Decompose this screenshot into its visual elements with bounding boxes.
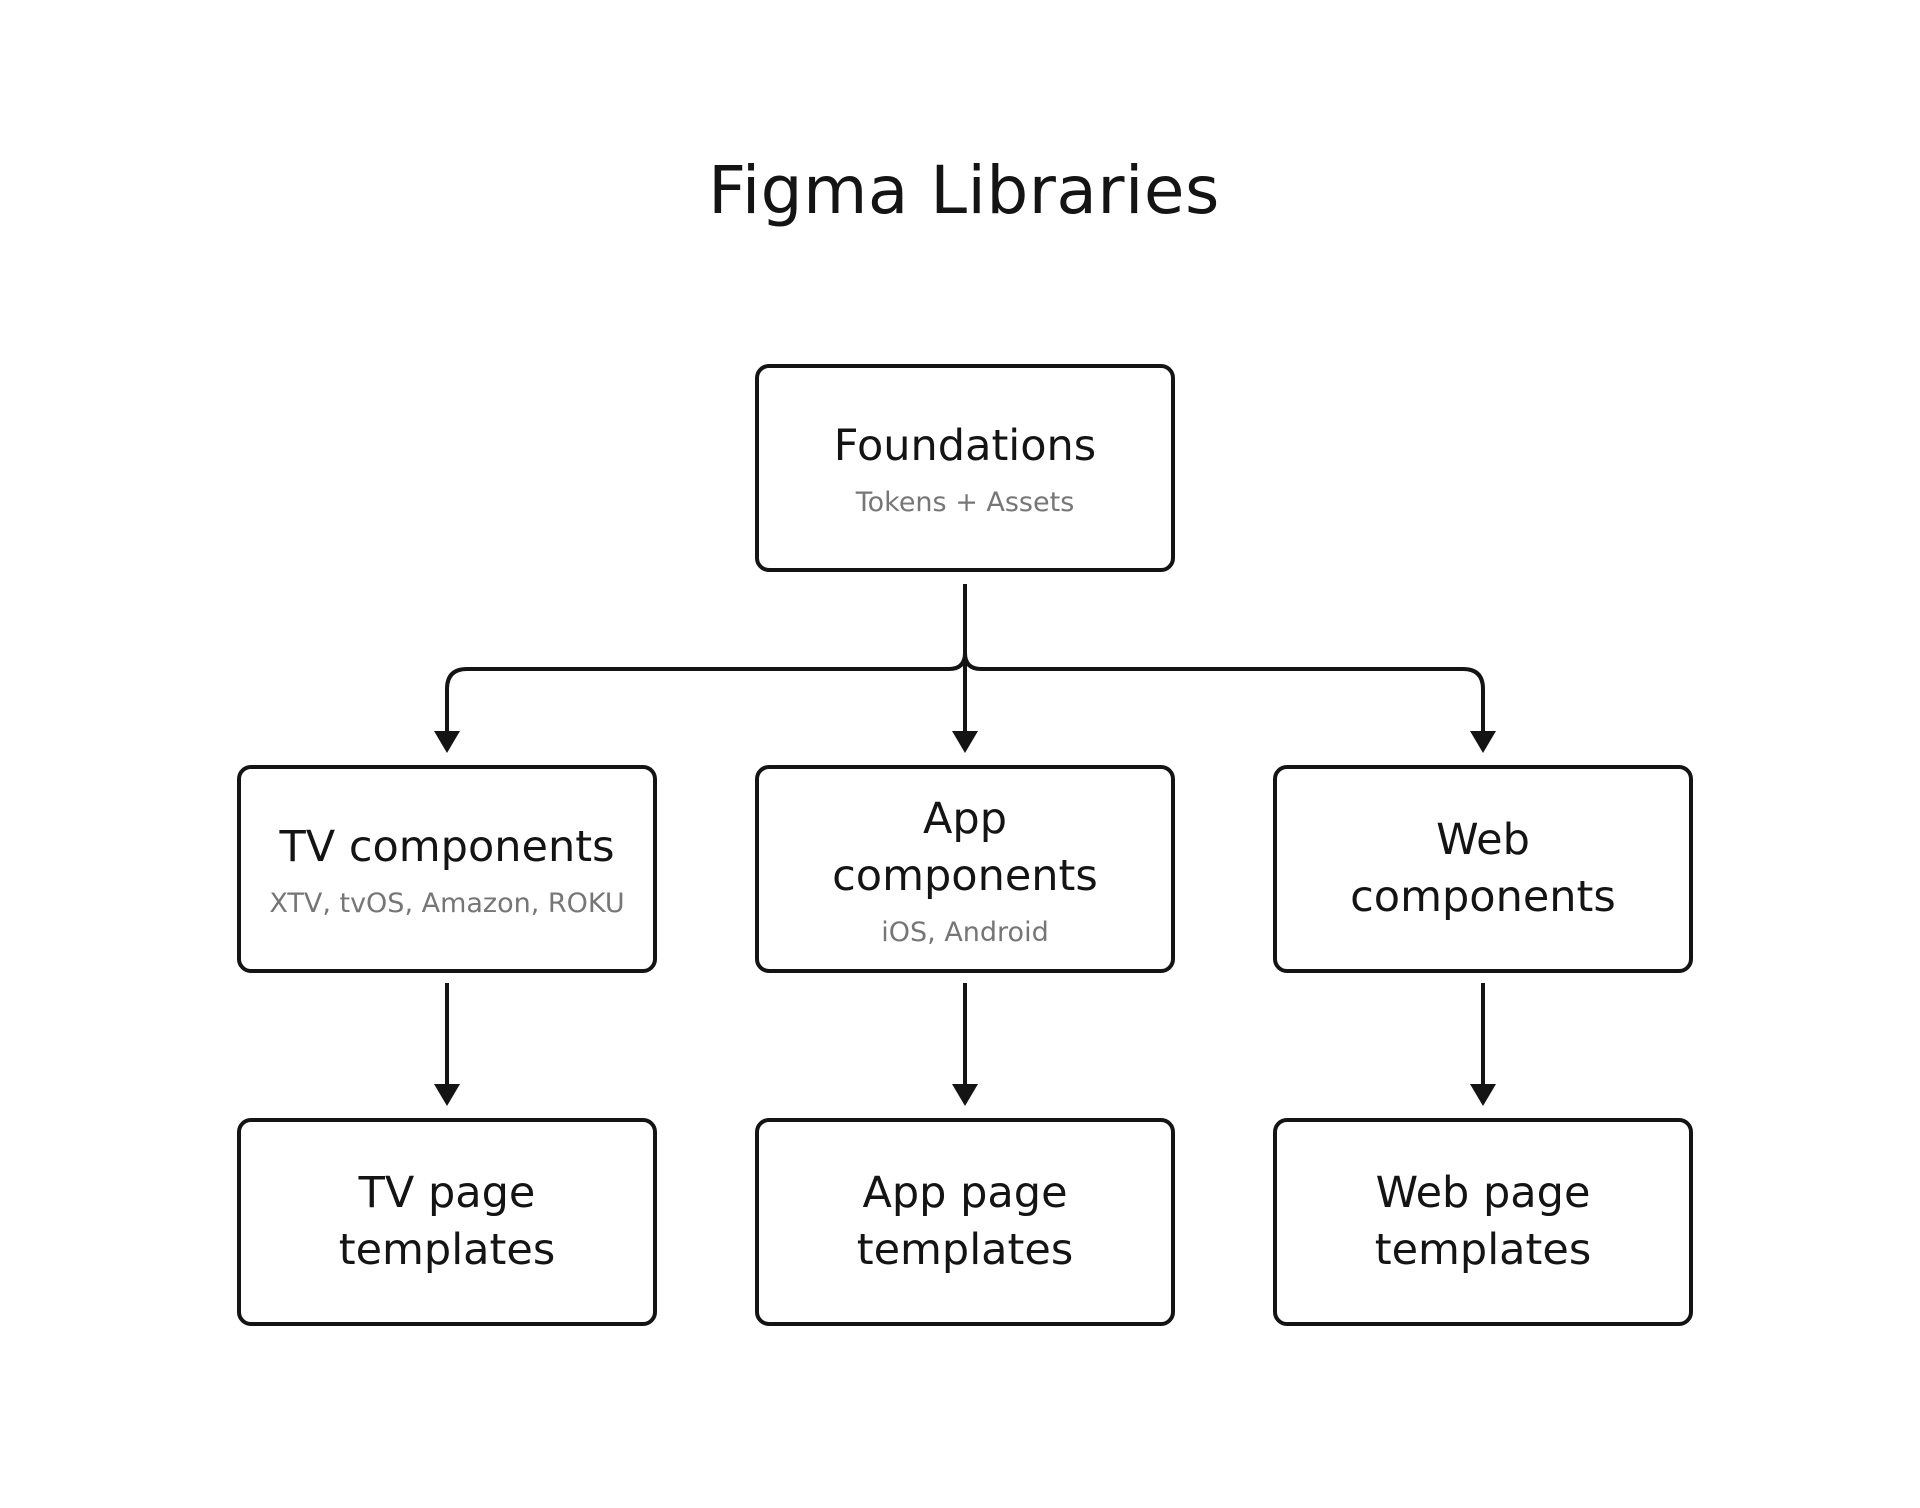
node-title: Foundations [833, 421, 1097, 471]
node-tv-page-templates: TV page templates [237, 1118, 657, 1326]
node-tv-components: TV components XTV, tvOS, Amazon, ROKU [237, 765, 657, 973]
arrowhead-app-templates [952, 1084, 978, 1106]
node-title: Web components [1350, 815, 1616, 922]
node-app-page-templates: App page templates [755, 1118, 1175, 1326]
node-subtitle: XTV, tvOS, Amazon, ROKU [269, 888, 625, 919]
node-title: TV page templates [338, 1168, 556, 1275]
node-title: Web page templates [1374, 1168, 1592, 1275]
arrowhead-web-components [1470, 731, 1496, 753]
edge-foundations-web-components [963, 584, 1485, 743]
arrowhead-web-templates [1470, 1084, 1496, 1106]
node-title: TV components [279, 822, 615, 872]
node-subtitle: Tokens + Assets [855, 487, 1075, 518]
node-subtitle: iOS, Android [881, 916, 1049, 948]
arrowhead-tv-templates [434, 1084, 460, 1106]
diagram-title: Figma Libraries [708, 152, 1220, 229]
node-app-components: App components iOS, Android [755, 765, 1175, 973]
node-title: App components [832, 793, 1098, 901]
node-foundations: Foundations Tokens + Assets [755, 364, 1175, 572]
node-web-components: Web components [1273, 765, 1693, 973]
node-web-page-templates: Web page templates [1273, 1118, 1693, 1326]
edge-foundations-tv-components [445, 584, 967, 743]
arrowhead-tv-components [434, 731, 460, 753]
node-title: App page templates [856, 1168, 1074, 1275]
arrowhead-app-components [952, 731, 978, 753]
